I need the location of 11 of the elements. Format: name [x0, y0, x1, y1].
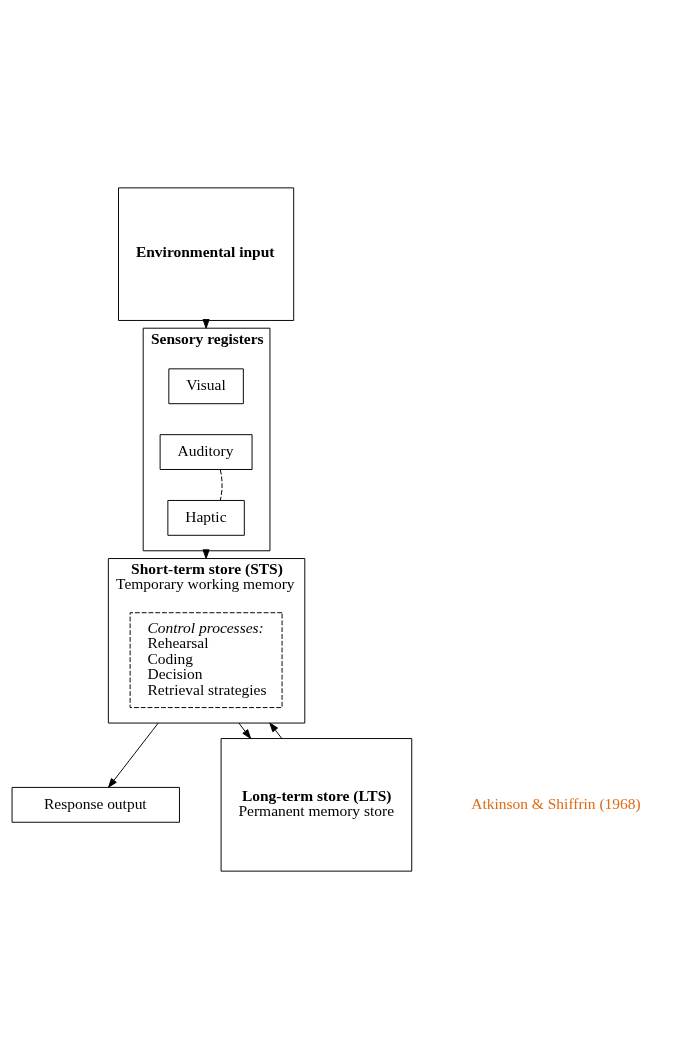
connector [219, 468, 223, 500]
node-box: Long-term store (LTS) Permanent memory store [220, 737, 413, 872]
arrow [269, 722, 283, 739]
node-box: Visual [168, 367, 244, 404]
label: Atkinson & Shiffrin (1968) [471, 794, 641, 812]
node-box: Haptic [167, 499, 245, 536]
arrow [108, 722, 159, 788]
node-box: Control processes: Rehearsal Coding Decision Retrieval strategies [129, 611, 283, 708]
arrow [238, 722, 252, 739]
node-box: Response output [11, 786, 180, 823]
node-box: Auditory [159, 433, 253, 470]
